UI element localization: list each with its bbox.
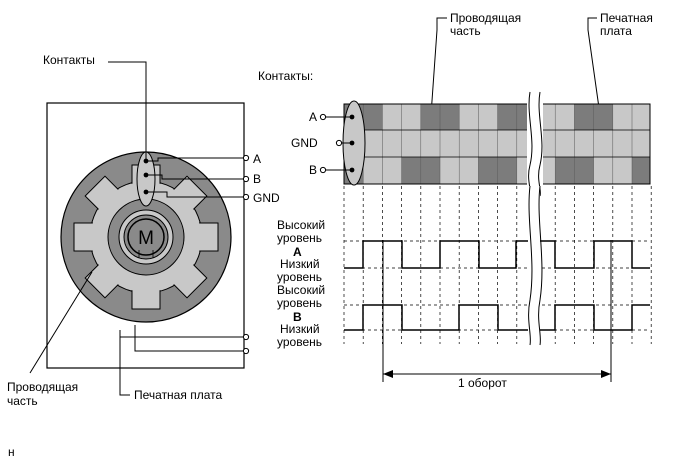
strip-cell — [478, 157, 498, 184]
strip-cell — [401, 130, 421, 157]
strip-cell — [440, 130, 460, 157]
strip-cell — [459, 157, 479, 184]
strip-cell — [497, 104, 517, 130]
code-strip — [344, 104, 650, 184]
row-b-label: B — [309, 163, 317, 177]
strip-cell — [593, 157, 613, 184]
strip-cell — [497, 157, 517, 184]
low-level-b-2: уровень — [277, 335, 322, 349]
low-level-a-2: уровень — [277, 270, 322, 284]
strip-cell — [593, 130, 613, 157]
strip-cell — [612, 157, 632, 184]
strip-cell — [497, 130, 517, 157]
strip-cell — [401, 104, 421, 130]
strip-cell — [459, 104, 479, 130]
strip-cell — [363, 104, 383, 130]
strip-cell — [593, 104, 613, 130]
signal-a-label: A — [293, 245, 302, 259]
terminal-b-label: B — [253, 172, 261, 186]
high-level-b-2: уровень — [277, 296, 322, 310]
signal-waveforms — [344, 185, 650, 346]
revolution-label: 1 оборот — [458, 376, 507, 390]
left-pcb-label: Печатная плата — [134, 388, 222, 402]
break-line — [538, 185, 543, 346]
strip-cell — [612, 130, 632, 157]
left-conductive-label-1: Проводящая — [7, 380, 78, 394]
strip-cell — [632, 157, 650, 184]
low-level-a-1: Низкий — [280, 257, 320, 271]
right-conductive-label-2: часть — [450, 24, 481, 38]
right-conductive-label-1: Проводящая — [450, 11, 521, 25]
terminal-a-label: A — [253, 152, 261, 166]
strip-cell — [574, 104, 594, 130]
left-conductive-label-2: часть — [7, 394, 38, 408]
high-level-a-2: уровень — [277, 231, 322, 245]
signal-b-label: B — [293, 310, 302, 324]
strip-cell — [478, 130, 498, 157]
strip-cell — [420, 104, 440, 130]
strip-cell — [612, 104, 632, 130]
strip-cell — [555, 130, 575, 157]
right-pcb-label-1: Печатная — [600, 11, 653, 25]
strip-cell — [382, 157, 402, 184]
strip-cell — [420, 157, 440, 184]
contacts-label: Контакты — [43, 53, 95, 67]
strip-cell — [574, 130, 594, 157]
strip-cell — [420, 130, 440, 157]
row-gnd-label: GND — [291, 136, 318, 150]
terminal-gnd-label: GND — [253, 191, 280, 205]
motor-label: M — [138, 228, 154, 249]
strip-cell — [574, 157, 594, 184]
strip-cell — [382, 130, 402, 157]
strip-cell — [632, 130, 650, 157]
signal-b-waveform — [344, 304, 650, 331]
encoder-timing-figure: Проводящая часть Печатная плата Контакты… — [258, 11, 653, 390]
strip-cell — [440, 157, 460, 184]
footnote: н — [8, 445, 15, 459]
strip-cell — [363, 157, 383, 184]
right-contacts-label: Контакты: — [258, 69, 313, 83]
high-level-b-1: Высокий — [277, 283, 325, 297]
terminal-pins — [242, 154, 250, 355]
row-a-label: A — [309, 110, 317, 124]
strip-cell — [555, 157, 575, 184]
break-mask — [528, 186, 540, 346]
low-level-b-1: Низкий — [280, 322, 320, 336]
strip-cell — [555, 104, 575, 130]
strip-cell — [478, 104, 498, 130]
strip-cell — [459, 130, 479, 157]
right-pcb-label-2: плата — [600, 24, 632, 38]
signal-a-waveform — [344, 240, 650, 269]
strip-cell — [382, 104, 402, 130]
strip-cell — [632, 104, 650, 130]
strip-cell — [440, 104, 460, 130]
terminal-wires — [119, 157, 244, 352]
strip-cell — [401, 157, 421, 184]
high-level-a-1: Высокий — [277, 218, 325, 232]
break-line — [528, 185, 533, 346]
strip-cell — [363, 130, 383, 157]
rotary-encoder-figure: M Контакты A B GND — [7, 53, 280, 408]
